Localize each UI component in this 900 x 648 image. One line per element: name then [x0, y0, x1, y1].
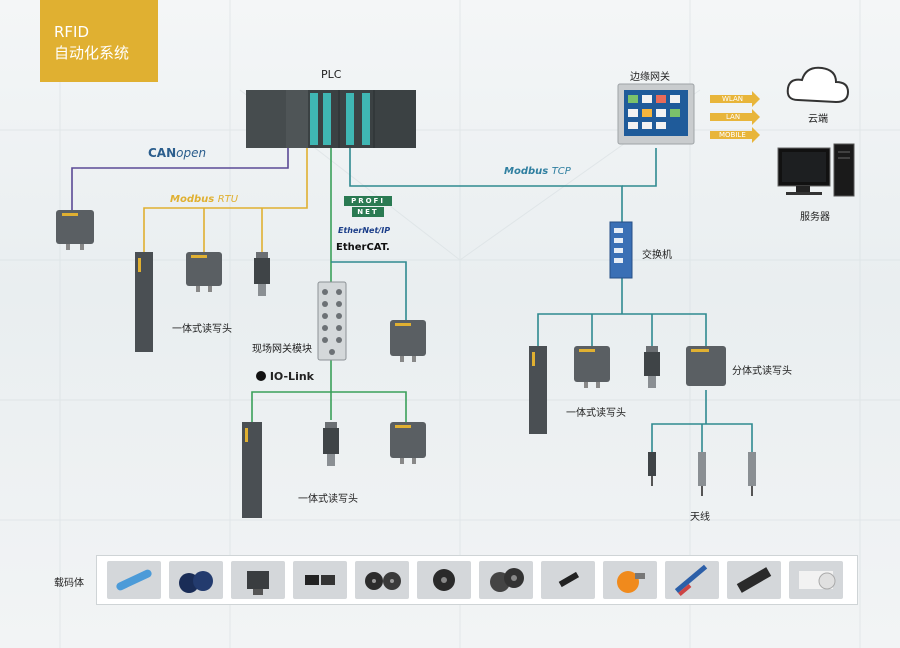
- carrier-tag-9: [603, 561, 657, 599]
- reader-integrated-label-1: 一体式读写头: [172, 324, 232, 335]
- tcp-cylinder-reader-device: [644, 346, 660, 388]
- title-line-2: 自动化系统: [54, 44, 130, 62]
- tcp-bar-reader-device: [529, 346, 547, 434]
- plc-device: [246, 90, 416, 148]
- switch-branch: [537, 313, 707, 346]
- ethernet-box-reader-device: [390, 320, 426, 362]
- carrier-strip: [96, 555, 858, 605]
- iolink-text: IO-Link: [269, 370, 314, 383]
- carrier-tag-1: [107, 561, 161, 599]
- server-icon: [777, 143, 855, 197]
- ethercat-label: EtherCAT.: [336, 242, 390, 253]
- iolink-bar-reader-device: [242, 422, 262, 518]
- canopen-label-bold: CAN: [148, 146, 177, 160]
- modbus-tcp-label: Modbus TCP: [504, 166, 571, 177]
- carrier-tag-8: [541, 561, 595, 599]
- iolink-line: [251, 391, 407, 422]
- antenna-3: [748, 452, 756, 496]
- carrier-tag-6: [417, 561, 471, 599]
- ethernet-reader-line: [331, 261, 407, 320]
- carrier-tag-2: [169, 561, 223, 599]
- plc-label: PLC: [321, 68, 342, 81]
- rtu-box-reader-device: [186, 252, 222, 292]
- antenna-label: 天线: [690, 512, 710, 523]
- tcp-box-reader-device: [574, 346, 610, 388]
- reader-integrated-label-3: 一体式读写头: [566, 408, 626, 419]
- carrier-tag-10: [665, 561, 719, 599]
- carrier-label: 载码体: [54, 578, 84, 589]
- iolink-cylinder-reader-device: [323, 422, 339, 466]
- ethernetip-label: EtherNet/IP: [338, 226, 391, 235]
- reader-integrated-label-2: 一体式读写头: [298, 494, 358, 505]
- gateway-label: 边缘网关: [630, 72, 670, 83]
- canopen-label: CANopen: [148, 146, 206, 160]
- carrier-tag-11: [727, 561, 781, 599]
- iolink-label: IO-Link: [256, 370, 314, 383]
- canopen-reader-device: [56, 210, 94, 250]
- carrier-tag-7: [479, 561, 533, 599]
- rtu-cylinder-reader-device: [254, 252, 270, 296]
- cloud-label: 云端: [808, 114, 828, 125]
- antenna-1: [648, 452, 656, 486]
- split-reader-device: [686, 346, 726, 386]
- canopen-line: [71, 148, 289, 210]
- profinet-logo-top: PROFI: [344, 196, 392, 206]
- field-module-label: 现场网关模块: [252, 344, 312, 355]
- modbus-rtu-label-b: RTU: [217, 194, 239, 205]
- iolink-icon: [256, 371, 266, 381]
- canopen-label-light: open: [176, 146, 207, 160]
- modbus-rtu-label-a: Modbus: [170, 194, 215, 205]
- gateway-line: [622, 148, 657, 187]
- carrier-tag-12: [789, 561, 843, 599]
- wireless-label-mobile: MOBILE: [719, 131, 746, 139]
- switch-label: 交换机: [642, 250, 672, 261]
- wireless-label-lan: LAN: [726, 113, 741, 121]
- modbus-tcp-label-a: Modbus: [504, 166, 549, 177]
- antenna-2: [698, 452, 706, 496]
- carrier-tag-4: [293, 561, 347, 599]
- cloud-icon: [786, 66, 850, 104]
- wireless-arrows: [710, 91, 760, 143]
- switch-device: [609, 221, 633, 279]
- profinet-logo-bottom: NET: [352, 207, 384, 217]
- title-line-1: RFID: [54, 23, 90, 41]
- edge-gateway-device: [617, 83, 695, 145]
- wireless-label-wlan: WLAN: [722, 95, 744, 103]
- carrier-tag-3: [231, 561, 285, 599]
- server-label: 服务器: [800, 212, 830, 223]
- title-box: RFID 自动化系统: [40, 0, 158, 82]
- profinet-logo: PROFI NET: [344, 196, 392, 217]
- carrier-tag-5: [355, 561, 409, 599]
- rtu-bar-reader-device: [135, 252, 153, 352]
- modbus-tcp-label-b: TCP: [551, 166, 571, 177]
- modbus-tcp-line: [349, 148, 623, 222]
- iolink-box-reader-device: [390, 422, 426, 464]
- modbus-rtu-line: [143, 148, 308, 252]
- modbus-rtu-label: Modbus RTU: [170, 194, 238, 205]
- reader-split-label: 分体式读写头: [732, 366, 792, 377]
- field-module-device: [317, 281, 347, 361]
